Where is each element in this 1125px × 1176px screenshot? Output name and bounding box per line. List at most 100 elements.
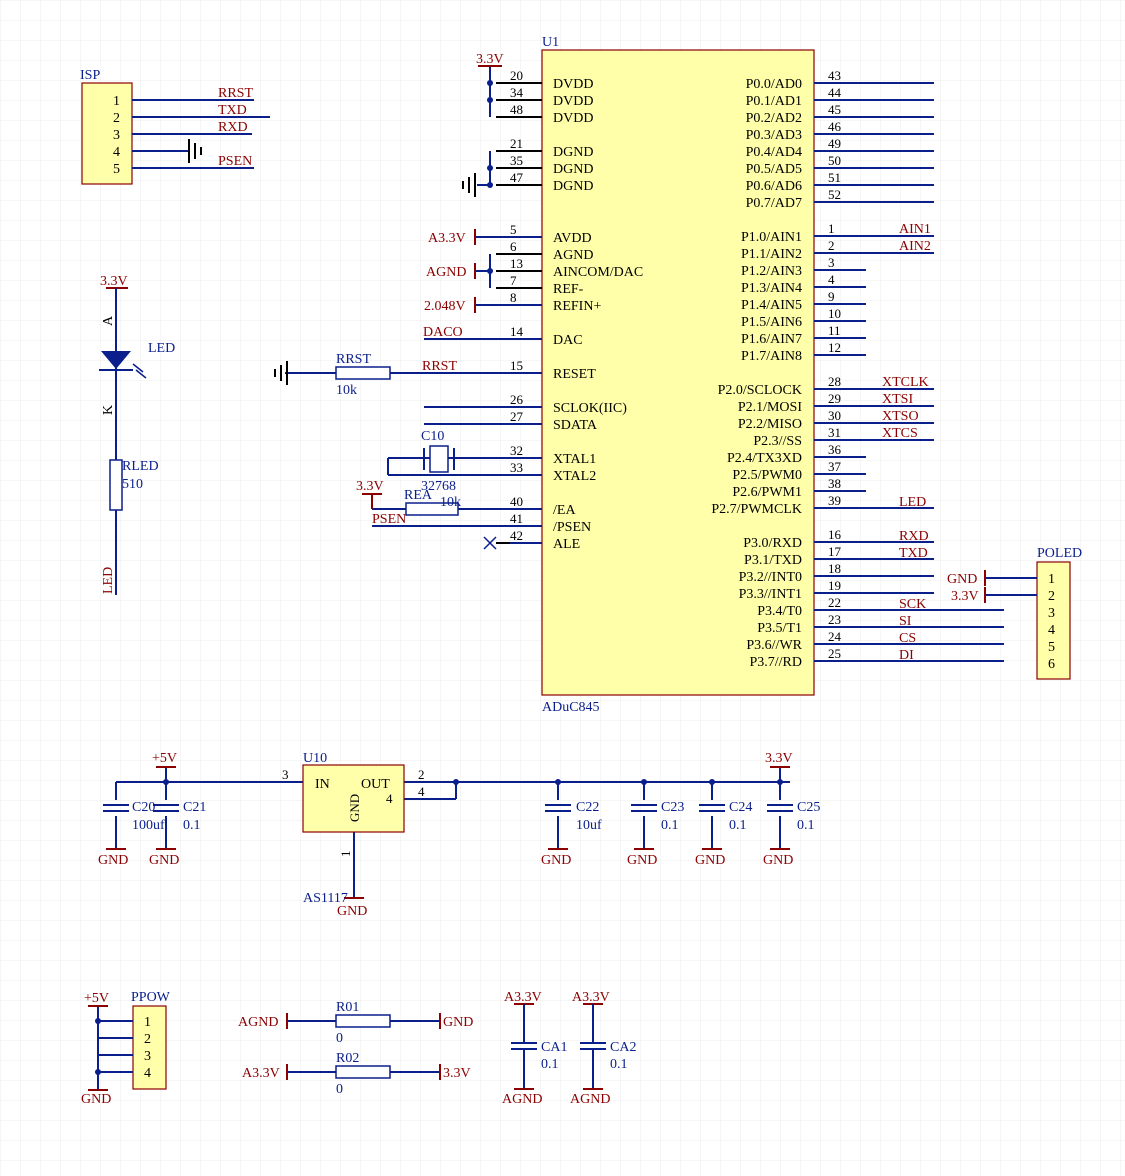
r01-resistor[interactable] <box>286 1013 441 1029</box>
u1-pin-name: P1.3/AIN4 <box>741 281 802 296</box>
u1-pin-number: 42 <box>510 528 523 543</box>
c22-value: 10uf <box>576 818 602 833</box>
vin-label: +5V <box>152 751 177 766</box>
ca2-gnd-label: AGND <box>570 1092 610 1107</box>
u10-out-label: OUT <box>361 777 390 792</box>
ca2-capacitor[interactable] <box>580 1003 606 1090</box>
u1-pin-number: 14 <box>510 324 524 339</box>
u1-pin-number: 7 <box>510 273 517 288</box>
led-diode-icon <box>101 351 131 369</box>
r02-designator: R02 <box>336 1051 359 1066</box>
c25-value: 0.1 <box>797 818 815 833</box>
rrst-ground-icon <box>274 361 288 385</box>
rled-resistor[interactable] <box>109 459 123 511</box>
u1-body[interactable] <box>541 49 815 696</box>
ain2-label: AIN2 <box>899 239 931 254</box>
u10-pin-tab: 4 <box>418 784 425 799</box>
xtcs-label: XTCS <box>882 426 918 441</box>
isp-txd-label: TXD <box>218 103 247 118</box>
connector-pin-number: 2 <box>113 111 120 126</box>
xtclk-label: XTCLK <box>882 375 929 390</box>
u1-pin-number: 30 <box>828 408 841 423</box>
c22-designator: C22 <box>576 800 599 815</box>
u1-pin-number: 11 <box>828 323 841 338</box>
isp-connector[interactable] <box>81 82 270 185</box>
u1-pin-name: P0.3/AD3 <box>746 128 802 143</box>
c20-designator: C20 <box>132 800 155 815</box>
led-block[interactable] <box>99 287 147 595</box>
u1-pin-number: 23 <box>828 612 841 627</box>
u1-component[interactable]: U1 ADuC845 20DVDD34DVDD48DVDD21DGND35DGN… <box>496 35 862 715</box>
junction-dot <box>487 165 493 171</box>
u10-pin-tab-inner: 4 <box>386 791 393 806</box>
u1-pin-name: XTAL2 <box>553 469 596 484</box>
u1-pin-number: 29 <box>828 391 841 406</box>
connector-pin-number: 1 <box>113 94 120 109</box>
u1-pin-number: 18 <box>828 561 841 576</box>
u1-pin-name: P3.2//INT0 <box>739 570 802 585</box>
u1-pin-number: 40 <box>510 494 523 509</box>
u1-pin-number: 27 <box>510 409 524 424</box>
junction-dot <box>487 97 493 103</box>
r02-resistor[interactable] <box>286 1064 441 1080</box>
u1-pin-name: /EA <box>553 503 576 518</box>
crystal-c10[interactable] <box>387 445 542 476</box>
u1-pin-number: 50 <box>828 153 841 168</box>
sck-net-label: SCK <box>899 597 926 612</box>
u1-left-pins: 20DVDD34DVDD48DVDD21DGND35DGND47DGND5AVD… <box>496 68 643 552</box>
c21-gnd-label: GND <box>149 853 179 868</box>
isp-designator: ISP <box>80 68 100 83</box>
u1-pin-number: 45 <box>828 102 841 117</box>
light-arrows-icon <box>132 363 147 379</box>
u1-pin-number: 20 <box>510 68 523 83</box>
u1-pin-number: 38 <box>828 476 841 491</box>
r01-left-label: AGND <box>238 1015 278 1030</box>
u1-pin-number: 28 <box>828 374 841 389</box>
u10-body[interactable] <box>302 764 405 833</box>
agnd-label: AGND <box>426 265 466 280</box>
daco-label: DACO <box>423 325 463 340</box>
u1-pin-number: 31 <box>828 425 841 440</box>
rrst-resistor[interactable] <box>285 366 542 380</box>
cs-net-label: CS <box>899 631 916 646</box>
u1-pin-name: P1.6/AIN7 <box>741 332 802 347</box>
u1-designator: U1 <box>542 35 559 50</box>
connector-pin-number: 6 <box>1048 657 1055 672</box>
r01-right-label: GND <box>443 1015 473 1030</box>
u1-pin-name: P2.0/SCLOCK <box>718 383 802 398</box>
u1-pin-name: REF- <box>553 282 584 297</box>
r02-left-label: A3.3V <box>242 1066 280 1081</box>
rea-resistor[interactable] <box>362 493 542 527</box>
u1-right-bus <box>814 82 1004 662</box>
rled-designator: RLED <box>122 459 159 474</box>
u1-pin-name: P1.7/AIN8 <box>741 349 802 364</box>
rled-value: 510 <box>122 477 143 492</box>
ca1-capacitor[interactable] <box>511 1003 537 1090</box>
u1-pin-number: 39 <box>828 493 841 508</box>
ppow-connector[interactable] <box>88 1005 167 1091</box>
poled-connector[interactable] <box>984 561 1071 680</box>
c24-gnd-label: GND <box>695 853 725 868</box>
ca2-vcc-label: A3.3V <box>572 990 610 1005</box>
u1-pin-name: P3.3//INT1 <box>739 587 802 602</box>
u1-pin-name: ALE <box>553 537 580 552</box>
rea-value: 10k <box>440 495 461 510</box>
u1-part-name: ADuC845 <box>542 700 600 715</box>
rrst-designator: RRST <box>336 352 371 367</box>
ca1-vcc-label: A3.3V <box>504 990 542 1005</box>
u1-pin-number: 10 <box>828 306 841 321</box>
u1-pin-number: 34 <box>510 85 524 100</box>
u1-pin-number: 26 <box>510 392 524 407</box>
u1-pin-name: DGND <box>553 162 593 177</box>
u1-pin-name: P0.1/AD1 <box>746 94 802 109</box>
led-cathode-label: K <box>101 405 116 415</box>
power-cap-plates <box>103 804 793 812</box>
u1-pin-number: 46 <box>828 119 842 134</box>
connector-pin-number: 2 <box>144 1032 151 1047</box>
u1-pin-name: P3.1/TXD <box>744 553 802 568</box>
u1-pin-name: XTAL1 <box>553 452 596 467</box>
no-connect-icon <box>483 536 497 550</box>
u1-pin-number: 22 <box>828 595 841 610</box>
connector-pin-number: 2 <box>1048 589 1055 604</box>
